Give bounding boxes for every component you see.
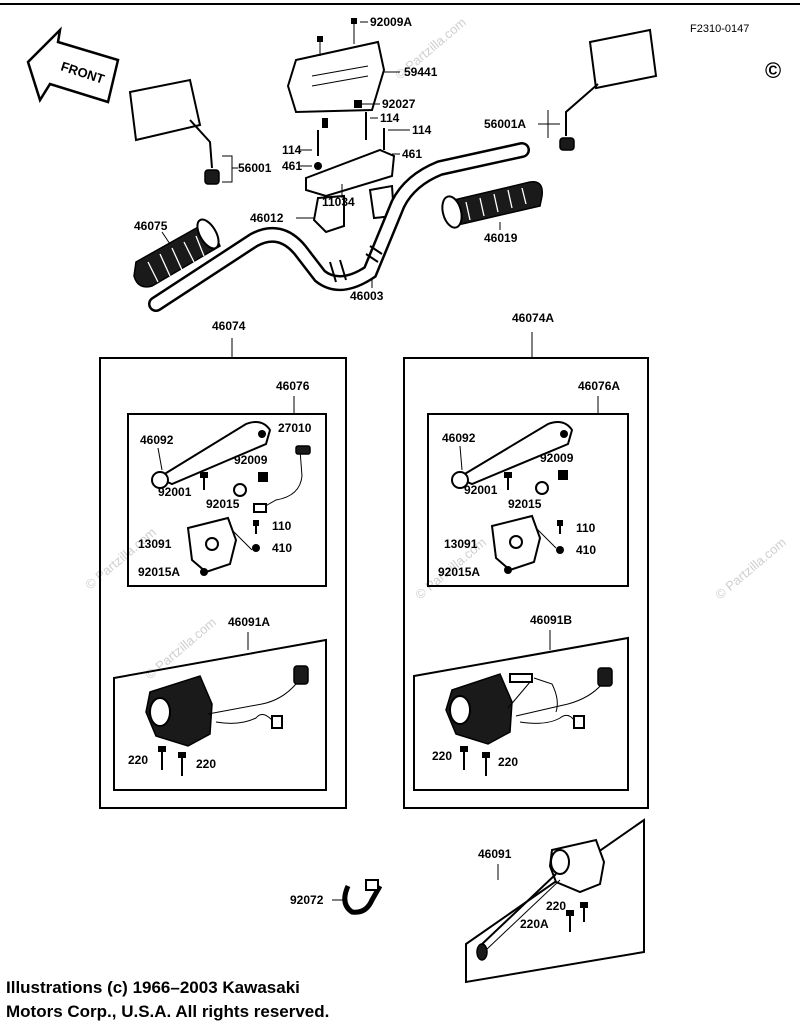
label-46003: 46003 — [350, 289, 384, 303]
label-220A: 220A — [520, 917, 549, 931]
label-114b: 114 — [380, 111, 400, 125]
label-46075: 46075 — [134, 219, 168, 233]
left-brake-lever-icon — [151, 421, 272, 489]
label-110-r: 110 — [576, 521, 596, 535]
label-220-bottom: 220 — [546, 899, 566, 913]
watermark-text: © Partzilla.com — [82, 524, 159, 592]
label-92015-r: 92015 — [508, 497, 542, 511]
label-92009A: 92009A — [370, 15, 412, 29]
left-assembly-frame — [99, 357, 347, 809]
right-brake-lever-icon — [451, 421, 574, 489]
wire-clamp-icon — [342, 879, 383, 915]
label-410-r: 410 — [576, 543, 596, 557]
label-13091: 13091 — [138, 537, 172, 551]
label-92009-r: 92009 — [540, 451, 574, 465]
label-56001A: 56001A — [484, 117, 526, 131]
label-461a: 461 — [282, 159, 302, 173]
label-220-right: 220 — [196, 757, 216, 771]
right-assembly-frame — [403, 357, 649, 809]
label-92015A: 92015A — [138, 565, 180, 579]
label-92001-r: 92001 — [464, 483, 498, 497]
label-46019: 46019 — [484, 231, 518, 245]
label-46092-r: 46092 — [442, 431, 476, 445]
label-114a: 114 — [282, 143, 302, 157]
label-92015A-r: 92015A — [438, 565, 480, 579]
copyright-footer: Illustrations (c) 1966–2003 Kawasaki Mot… — [6, 976, 426, 1024]
label-410: 410 — [272, 541, 292, 555]
label-11034: 11034 — [322, 195, 355, 209]
left-mirror-icon — [128, 78, 220, 185]
label-46076A: 46076A — [578, 379, 620, 393]
label-92027: 92027 — [382, 97, 416, 111]
left-lever-kit-frame — [127, 413, 327, 587]
label-46074: 46074 — [212, 319, 246, 333]
brake-switch-icon — [253, 445, 311, 513]
right-lever-kit-frame — [427, 413, 629, 587]
figure-code: F2310-0147 — [690, 23, 749, 35]
label-220-r-right: 220 — [498, 755, 518, 769]
footer-line-1: Illustrations (c) 1966–2003 Kawasaki — [6, 978, 300, 997]
label-461b: 461 — [402, 147, 422, 161]
right-lever-holder-icon — [490, 514, 557, 572]
handlebar-cover-icon — [286, 40, 386, 114]
label-92072: 92072 — [290, 893, 324, 907]
label-92015: 92015 — [206, 497, 240, 511]
right-mirror-icon — [559, 28, 658, 151]
label-114c: 114 — [412, 123, 432, 137]
label-56001: 56001 — [238, 161, 272, 175]
right-switch-frame — [413, 636, 629, 791]
front-arrow-icon: FRONT — [26, 26, 120, 104]
label-27010: 27010 — [278, 421, 312, 435]
copyright-mark: © — [765, 58, 781, 83]
label-46091B: 46091B — [530, 613, 572, 627]
right-grip-icon — [441, 181, 543, 229]
label-13091-r: 13091 — [444, 537, 478, 551]
label-110: 110 — [272, 519, 292, 533]
left-switch-frame — [113, 638, 327, 791]
left-lever-holder-icon — [186, 516, 253, 574]
footer-line-2: Motors Corp., U.S.A. All rights reserved… — [6, 1002, 330, 1021]
label-220-left: 220 — [128, 753, 148, 767]
handlebar-icon — [148, 142, 530, 312]
label-220-r-left: 220 — [432, 749, 452, 763]
label-46091A: 46091A — [228, 615, 270, 629]
label-46076: 46076 — [276, 379, 310, 393]
right-handlebar-switch-icon — [445, 667, 613, 745]
label-46092: 46092 — [140, 433, 174, 447]
label-46091: 46091 — [478, 847, 512, 861]
watermark-text: © Partzilla.com — [142, 614, 219, 682]
left-handlebar-switch-icon — [145, 665, 309, 747]
label-92001: 92001 — [158, 485, 192, 499]
watermark-text: © Partzilla.com — [712, 534, 789, 602]
label-92009: 92009 — [234, 453, 268, 467]
label-59441: 59441 — [404, 65, 438, 79]
bottom-handlebar-switch-icon — [476, 838, 606, 961]
label-46074A: 46074A — [512, 311, 554, 325]
left-grip-icon — [133, 218, 221, 288]
label-46012: 46012 — [250, 211, 284, 225]
